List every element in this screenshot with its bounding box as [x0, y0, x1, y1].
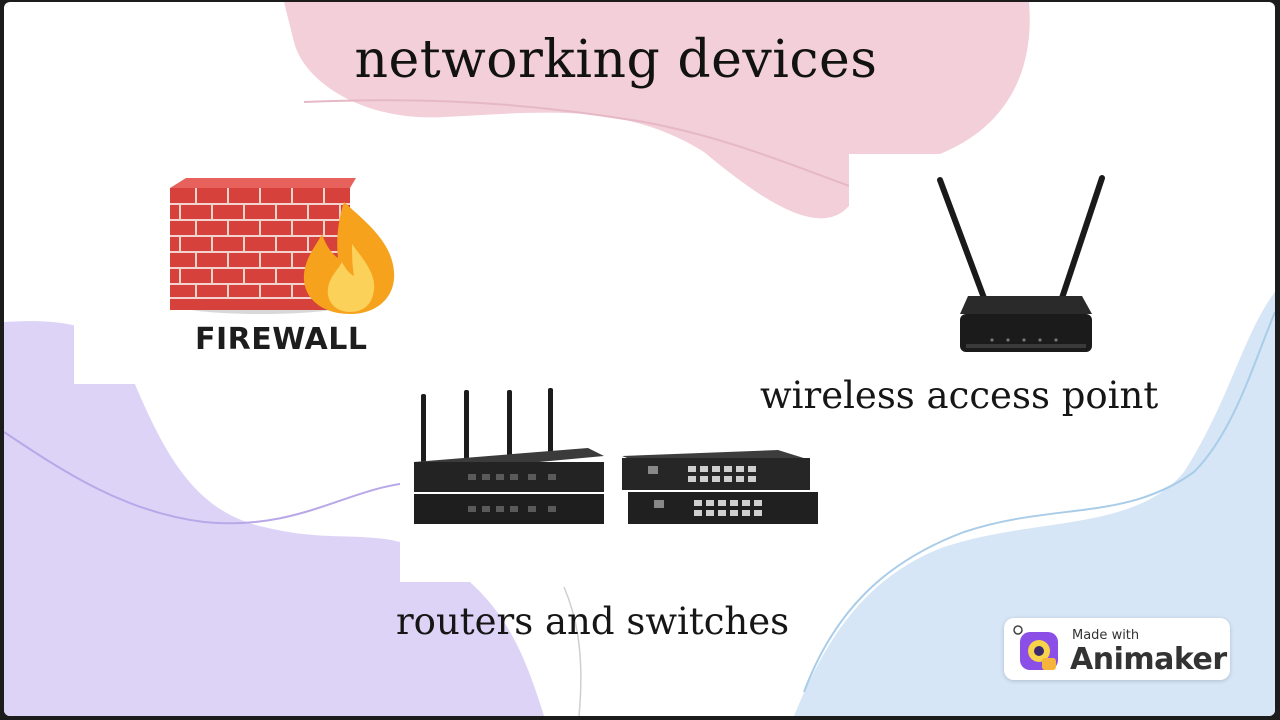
background-blobs — [4, 2, 1275, 716]
brick-wall-with-flame-icon — [170, 178, 395, 314]
purple-blob — [4, 321, 544, 716]
animaker-badge[interactable]: Made with Animaker — [1004, 618, 1230, 680]
slide-title: networking devices — [354, 30, 878, 90]
badge-brand: Animaker — [1070, 642, 1227, 677]
wap-caption: wireless access point — [760, 374, 1159, 417]
firewall-label: FIREWALL — [195, 322, 368, 357]
routers-caption: routers and switches — [396, 600, 790, 643]
pink-blob — [284, 2, 1030, 219]
slide: networking devices FIR — [4, 2, 1275, 716]
animaker-logo-icon — [1013, 625, 1058, 670]
wireless-router-icon — [937, 175, 1105, 352]
rack-router-icon — [414, 388, 604, 524]
network-switch-icon — [622, 450, 818, 524]
badge-made-with: Made with — [1072, 628, 1140, 643]
blue-blob — [794, 292, 1275, 716]
